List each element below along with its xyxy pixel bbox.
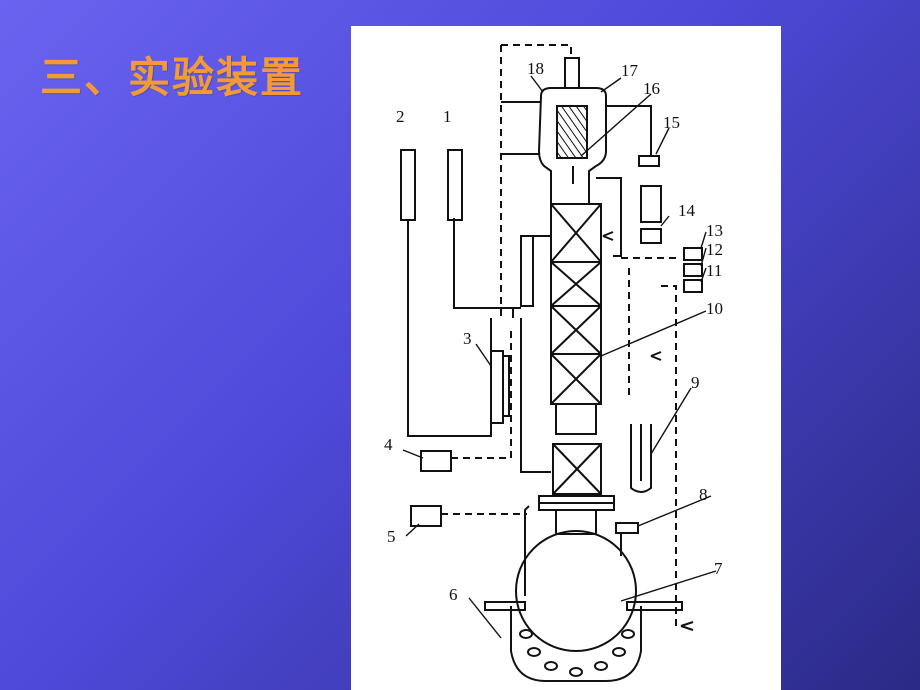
flask-neck xyxy=(555,509,597,535)
label-18: 18 xyxy=(527,59,544,78)
apparatus-diagram: 1 2 3 4 5 6 7 8 9 10 11 12 13 14 15 16 1… xyxy=(384,44,723,682)
thermometer-top xyxy=(564,57,580,89)
label-3: 3 xyxy=(463,329,472,348)
label-6: 6 xyxy=(449,585,458,604)
controller-4 xyxy=(420,450,452,472)
u-tube-9 xyxy=(630,424,652,493)
label-15: 15 xyxy=(663,113,680,132)
label-4: 4 xyxy=(384,435,393,454)
receiver-pipe xyxy=(596,177,622,257)
label-9: 9 xyxy=(691,373,700,392)
dashed-4 xyxy=(451,326,512,459)
controller-5 xyxy=(410,505,442,527)
column-neck xyxy=(555,403,597,435)
condenser-head xyxy=(537,87,607,205)
receiver-14 xyxy=(640,185,662,223)
tube-2 xyxy=(400,149,416,221)
label-12: 12 xyxy=(706,240,723,259)
valve-15 xyxy=(638,155,660,167)
column-section-5 xyxy=(552,443,602,495)
label-11: 11 xyxy=(706,261,722,280)
mantle-6 xyxy=(510,606,642,682)
line-2 xyxy=(407,220,492,437)
label-13: 13 xyxy=(706,221,723,240)
controller-13 xyxy=(683,247,703,261)
dashed-right-3 xyxy=(661,285,677,626)
heater-3 xyxy=(490,350,504,424)
condenser-coil xyxy=(556,105,588,159)
side-arm-8 xyxy=(615,522,639,534)
label-16: 16 xyxy=(643,79,660,98)
label-1: 1 xyxy=(443,107,452,126)
label-5: 5 xyxy=(387,527,396,546)
thermocouple-5 xyxy=(524,505,530,596)
line-1 xyxy=(453,218,514,318)
label-14: 14 xyxy=(678,201,696,220)
cup-14 xyxy=(640,228,662,244)
label-10: 10 xyxy=(706,299,723,318)
flask-7 xyxy=(515,530,637,652)
rotameter xyxy=(520,235,534,307)
label-2: 2 xyxy=(396,107,405,126)
label-17: 17 xyxy=(621,61,639,80)
label-8: 8 xyxy=(699,485,708,504)
slide-title: 三、实验装置 xyxy=(40,53,305,102)
apparatus-figure: 1 2 3 4 5 6 7 8 9 10 11 12 13 14 15 16 1… xyxy=(351,26,781,690)
top-dashed-line xyxy=(501,44,572,56)
tube-1 xyxy=(447,149,463,221)
controller-12 xyxy=(683,263,703,277)
controller-11 xyxy=(683,279,703,293)
reflux-pipe xyxy=(606,105,652,156)
label-7: 7 xyxy=(714,559,723,578)
